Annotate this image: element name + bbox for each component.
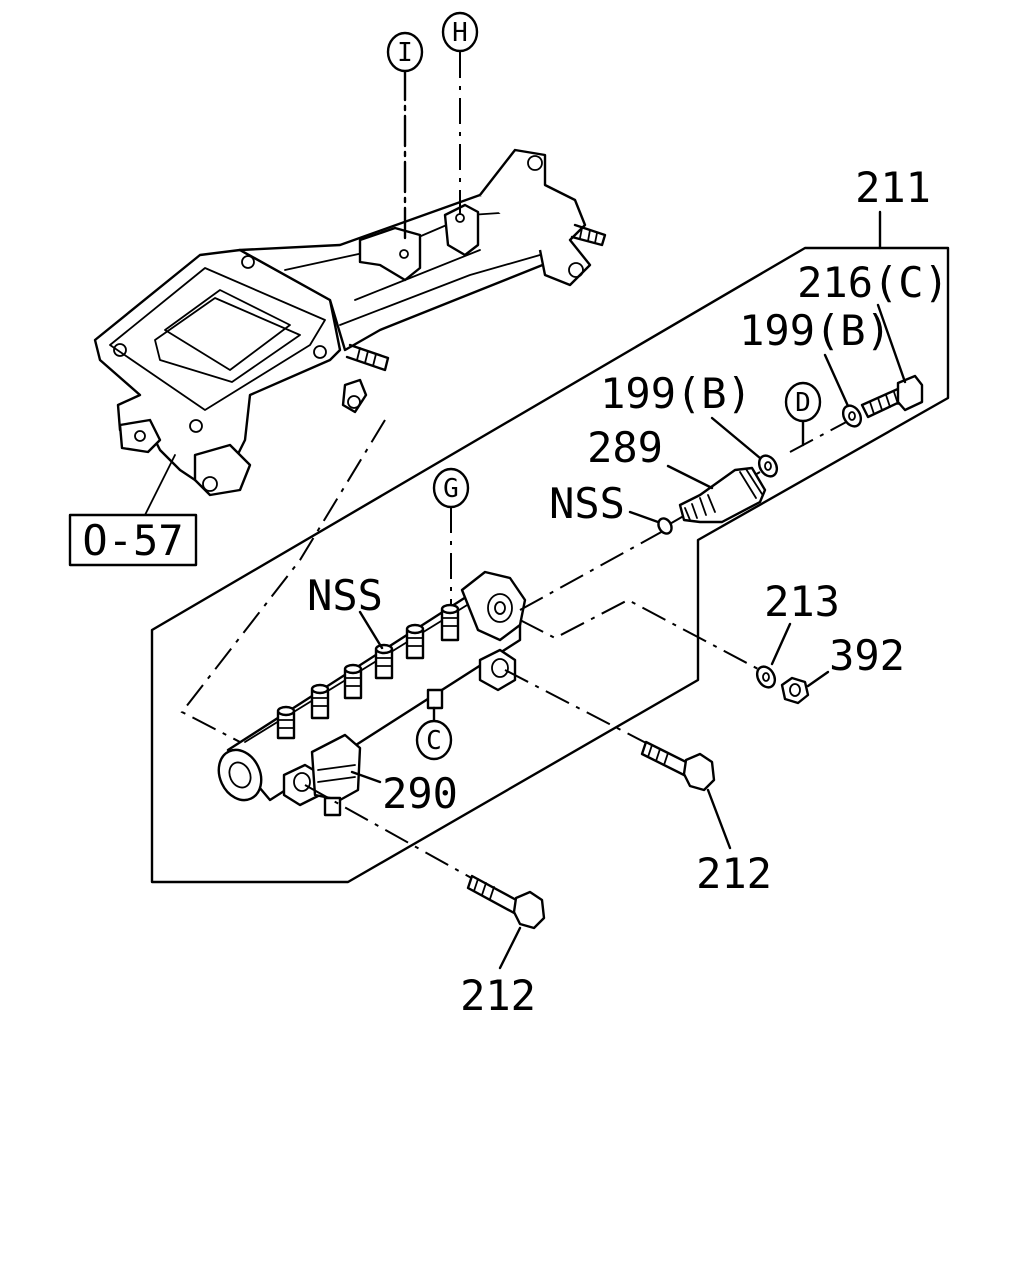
bolt-212-bottom-centerline	[304, 784, 476, 881]
callout-d-label: D	[795, 388, 811, 418]
label-213: 213	[764, 577, 840, 626]
bolt-216c: 216(C)	[797, 258, 949, 419]
reference-box-label: O-57	[82, 516, 183, 565]
nss-gasket-upper: NSS	[549, 479, 673, 535]
callout-g-label: G	[443, 474, 459, 504]
label-199b-upper: 199(B)	[739, 306, 891, 355]
label-nss-lower: NSS	[307, 571, 383, 620]
assembly-211-boundary: 211	[150, 163, 950, 884]
manifold-to-rail-centerline	[180, 419, 386, 743]
label-289: 289	[587, 423, 663, 472]
label-212-bottom: 212	[460, 971, 536, 1020]
intake-manifold-drawing	[93, 148, 607, 497]
reference-box: O-57	[68, 454, 198, 567]
label-212-right: 212	[696, 849, 772, 898]
callout-d: D	[784, 381, 822, 447]
washer-199b-lower: 199(B)	[600, 369, 779, 478]
label-nss-upper: NSS	[549, 479, 625, 528]
nut-392: 392	[780, 631, 905, 705]
label-392: 392	[829, 631, 905, 680]
common-rail-drawing	[217, 570, 527, 817]
label-216c: 216(C)	[797, 258, 949, 307]
washer-199b-upper: 199(B)	[739, 306, 891, 428]
callout-g: G	[432, 467, 470, 605]
label-199b-lower: 199(B)	[600, 369, 752, 418]
bolt-212-bottom: 212	[460, 874, 546, 1020]
callout-i-label: I	[397, 38, 413, 68]
rail-outlets	[276, 603, 460, 740]
callout-h: H	[441, 11, 479, 215]
pressure-limiter-289: 289	[587, 423, 767, 524]
label-290: 290	[382, 769, 458, 818]
washer-nut-centerline	[519, 598, 761, 671]
washer-213: 213	[755, 577, 840, 689]
label-211: 211	[855, 163, 931, 212]
bolt-212-right-centerline	[504, 669, 651, 746]
callout-c: C	[415, 706, 453, 761]
callout-i: I	[386, 31, 424, 242]
callout-h-label: H	[452, 18, 468, 48]
bolt-212-right: 212	[640, 740, 772, 898]
callout-c-label: C	[426, 726, 442, 756]
